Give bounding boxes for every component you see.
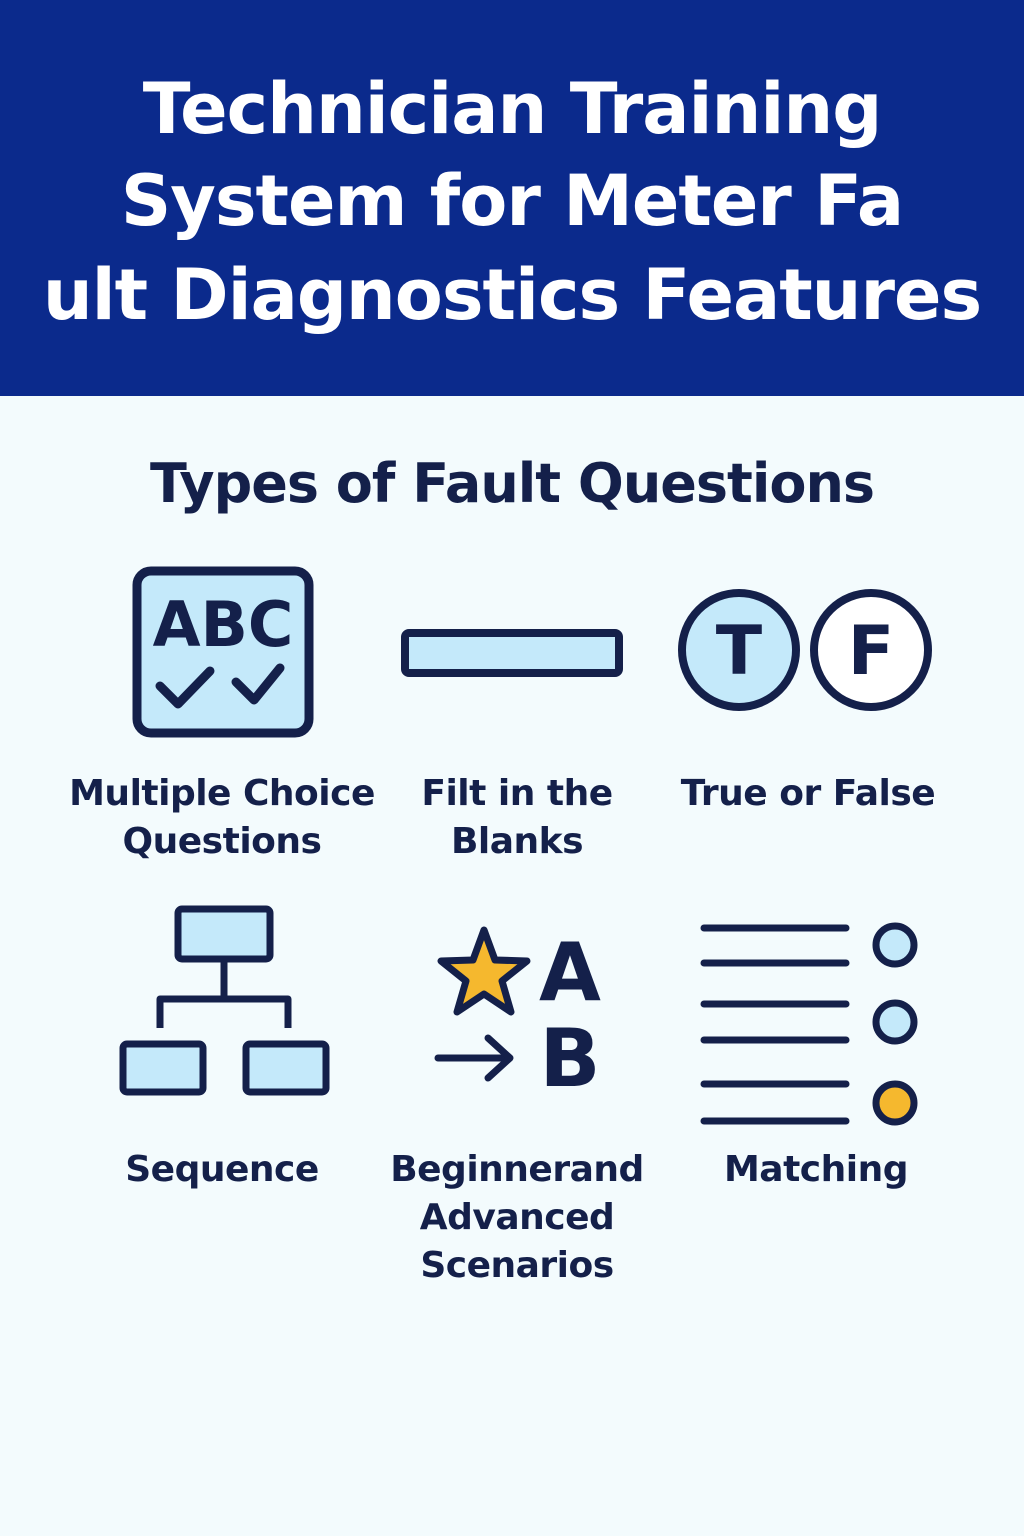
label-matching: Matching bbox=[656, 1146, 976, 1194]
abc-text: ABC bbox=[153, 588, 294, 661]
section-title: Types of Fault Questions bbox=[149, 452, 875, 515]
label-line: Multiple Choice bbox=[69, 773, 375, 814]
false-letter: F bbox=[848, 612, 894, 691]
label-sequence: Sequence bbox=[62, 1146, 382, 1194]
blank-field-icon bbox=[401, 629, 623, 677]
label-line: Sequence bbox=[125, 1149, 319, 1190]
label-line: Blanks bbox=[450, 821, 584, 862]
label-multiple-choice: Multiple Choice Questions bbox=[62, 770, 382, 866]
matching-list-icon bbox=[700, 922, 918, 1126]
label-true-false: True or False bbox=[648, 770, 968, 818]
label-line: Questions bbox=[122, 821, 322, 862]
star-a-to-b-icon: A B bbox=[434, 926, 601, 1094]
label-line: Beginnerand bbox=[390, 1149, 644, 1190]
header-banner: Technician Training System for Meter Fa … bbox=[0, 0, 1024, 396]
letter-b: B bbox=[540, 1012, 601, 1094]
label-line: Advanced bbox=[419, 1197, 615, 1238]
label-line: Scenarios bbox=[420, 1245, 614, 1286]
label-fill-in-blanks: Filt in the Blanks bbox=[357, 770, 677, 866]
page-title-line-2: System for Meter Fa bbox=[120, 160, 904, 242]
label-line: Matching bbox=[723, 1149, 909, 1190]
page-title-line-3: ult Diagnostics Features bbox=[42, 254, 982, 336]
label-beginner-advanced: Beginnerand Advanced Scenarios bbox=[357, 1146, 677, 1290]
page-title-line-1: Technician Training bbox=[142, 68, 883, 150]
true-letter: T bbox=[716, 612, 763, 691]
letter-a: A bbox=[539, 926, 601, 1019]
true-false-icon: T F bbox=[678, 589, 932, 711]
label-line: Filt in the bbox=[421, 773, 613, 814]
hierarchy-icon bbox=[119, 905, 330, 1096]
abc-checklist-icon: ABC bbox=[132, 566, 314, 738]
label-line: True or False bbox=[680, 773, 936, 814]
